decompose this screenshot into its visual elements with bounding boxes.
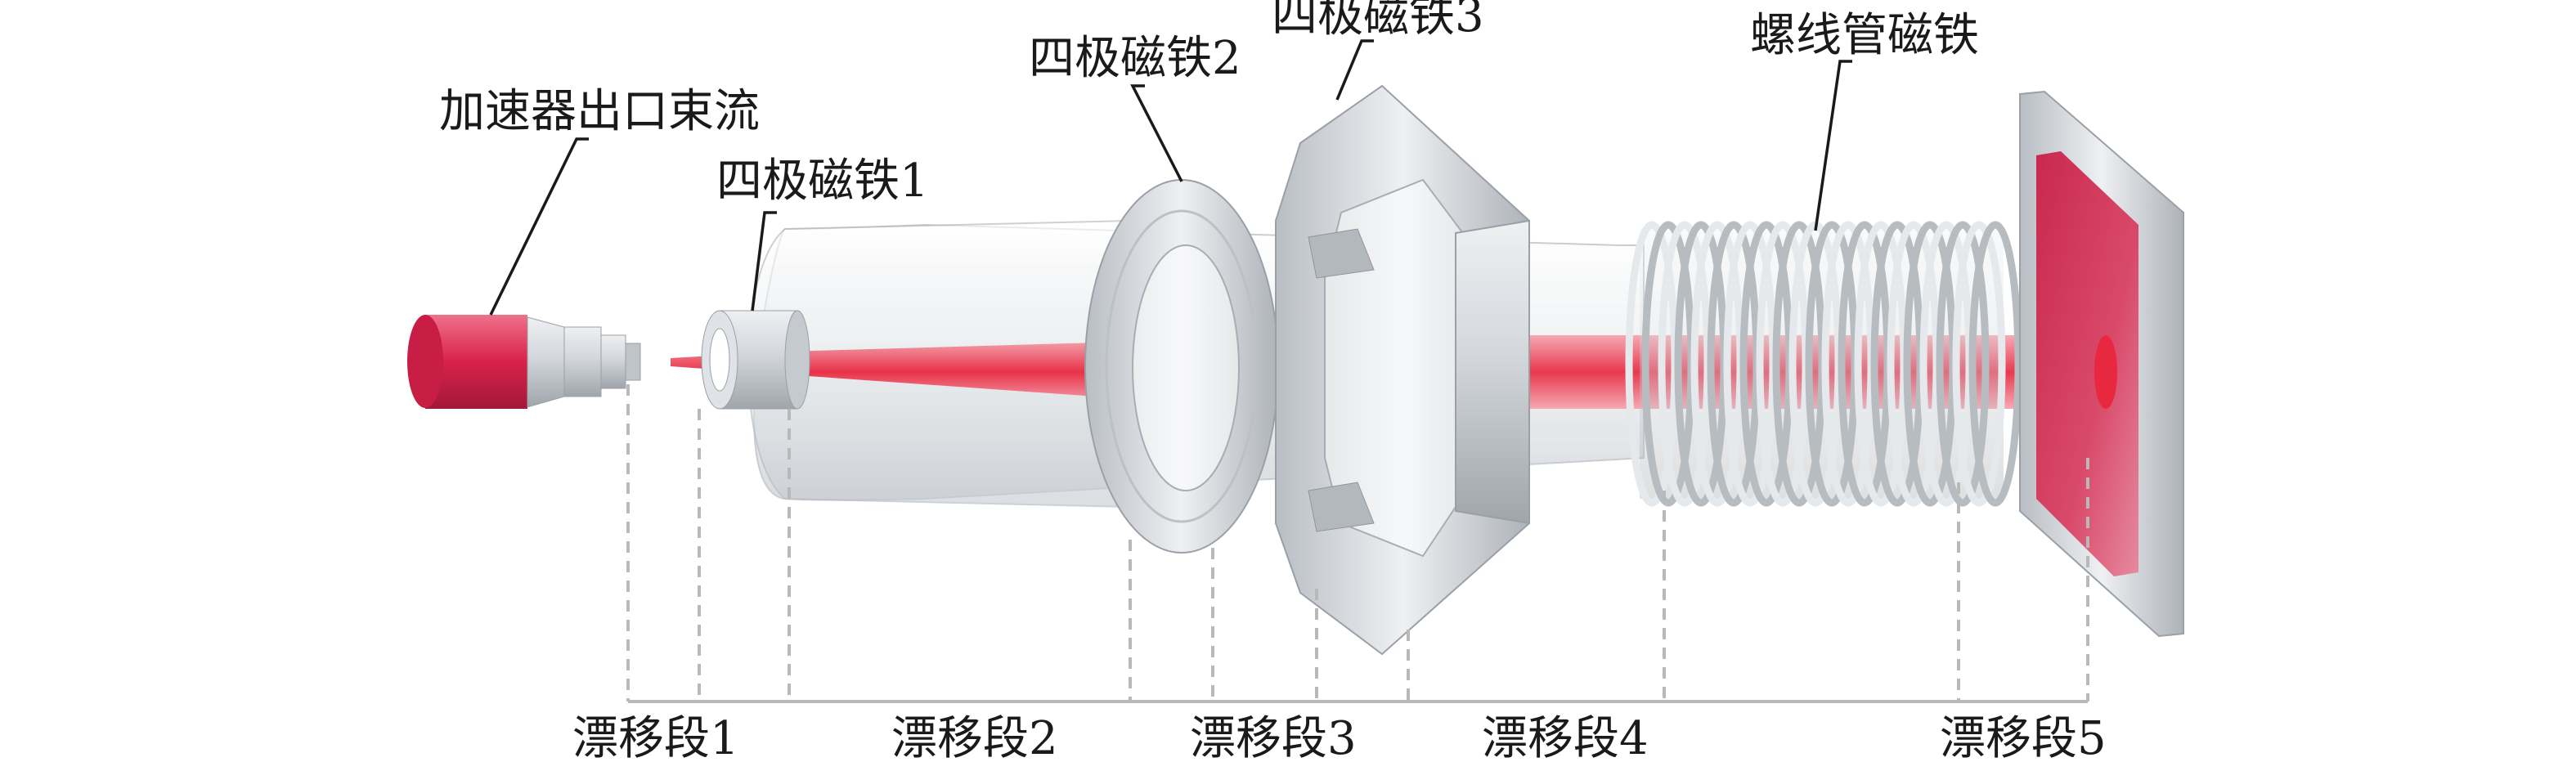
quadrupole-3: [1275, 84, 1530, 656]
drift-section-labels: 漂移段1 漂移段2 漂移段3 漂移段4 漂移段5: [572, 712, 2107, 765]
drift-section-guides: [626, 384, 2089, 703]
label-drift-1: 漂移段1: [572, 712, 739, 765]
solenoid-coil-turns: [1625, 221, 2022, 507]
quadrupole-2: [1084, 179, 1279, 554]
quadrupole-1: [701, 310, 810, 410]
coil-turn: [1936, 221, 1990, 507]
label-solenoid: 螺线管磁铁: [1750, 9, 1979, 62]
label-quadrupole-3: 四极磁铁3: [1272, 0, 1484, 43]
leader-quadrupole-1: [751, 211, 777, 312]
label-drift-5: 漂移段5: [1940, 712, 2107, 765]
label-drift-3: 漂移段3: [1190, 712, 1357, 765]
leader-quadrupole-3: [1335, 39, 1374, 101]
coil-turn: [1952, 221, 2006, 507]
leader-lines: [489, 39, 1852, 316]
coil-turn: [1968, 221, 2022, 507]
label-drift-4: 漂移段4: [1482, 712, 1649, 765]
leader-beam-source: [489, 137, 589, 316]
leader-quadrupole-2: [1130, 84, 1183, 182]
label-drift-2: 漂移段2: [891, 712, 1058, 765]
solenoid: [1625, 221, 2022, 507]
label-quadrupole-1: 四极磁铁1: [716, 155, 929, 208]
leader-solenoid: [1814, 60, 1852, 231]
label-beam-source: 加速器出口束流: [439, 85, 760, 138]
beam-source: [407, 315, 641, 409]
component-labels: 加速器出口束流 四极磁铁1 四极磁铁2 四极磁铁3 螺线管磁铁: [439, 0, 1979, 208]
label-quadrupole-2: 四极磁铁2: [1029, 32, 1241, 85]
target-screen: [2019, 90, 2184, 638]
